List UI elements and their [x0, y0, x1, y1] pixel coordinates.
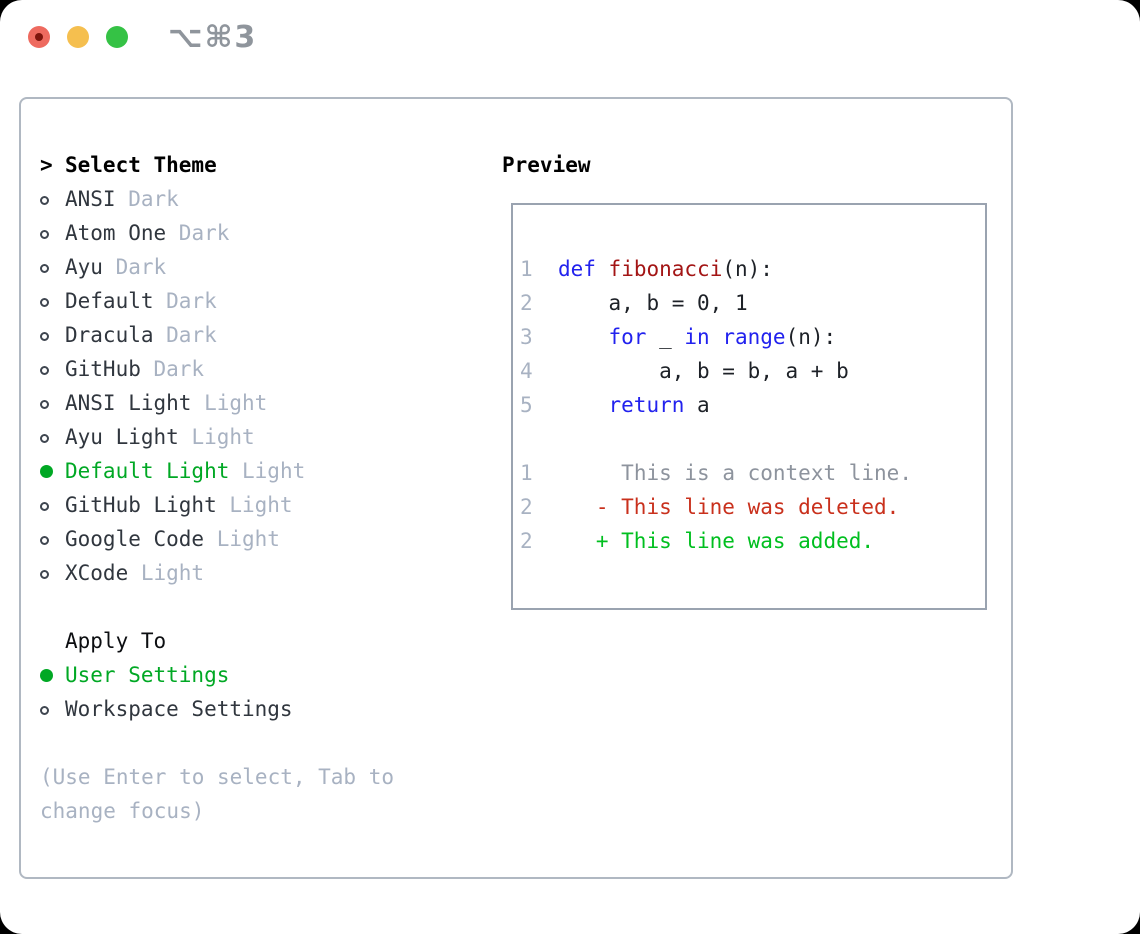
theme-option-ayu-light[interactable]: Ayu Light Light — [40, 420, 480, 454]
theme-option-xcode-light[interactable]: XCode Light — [40, 556, 480, 590]
theme-variant-tag: Dark — [166, 289, 217, 313]
theme-variant-tag: Dark — [178, 221, 230, 245]
theme-variant-tag: Dark — [153, 357, 205, 381]
apply-to-header: Apply To — [40, 624, 480, 658]
minimize-button[interactable] — [67, 26, 89, 48]
theme-name: Dracula — [65, 323, 154, 347]
preview-code-line: 5 return a — [520, 393, 710, 417]
theme-option-default-light[interactable]: Default Light Light — [40, 454, 480, 488]
radio-icon — [40, 489, 65, 523]
select-theme-title: Select Theme — [65, 153, 217, 177]
close-dot-icon — [35, 33, 43, 41]
theme-option-default-dark[interactable]: Default Dark — [40, 284, 480, 318]
theme-name: Ayu Light — [65, 425, 179, 449]
theme-variant-tag: Dark — [115, 255, 167, 279]
theme-variant-tag: Light — [229, 493, 293, 517]
preview-code-line: 1 def fibonacci(n): — [520, 257, 773, 281]
preview-code-line: 2 a, b = 0, 1 — [520, 291, 748, 315]
radio-icon — [40, 353, 65, 387]
theme-variant-tag: Dark — [128, 187, 179, 211]
preview-code-line: 4 a, b = b, a + b — [520, 359, 849, 383]
theme-option-google-code-light[interactable]: Google Code Light — [40, 522, 480, 556]
preview-box: 1 def fibonacci(n): 2 a, b = 0, 1 3 for … — [511, 203, 987, 610]
hint-text-line-2: change focus) — [40, 799, 205, 823]
apply-option-workspace-settings[interactable]: Workspace Settings — [40, 692, 480, 726]
hint-text-line-1: (Use Enter to select, Tab to — [40, 765, 395, 789]
radio-icon — [40, 217, 65, 251]
preview-diff-added-line: 2 + This line was added. — [520, 529, 875, 553]
theme-name: GitHub Light — [65, 493, 217, 517]
radio-icon — [40, 183, 65, 217]
zoom-button[interactable] — [106, 26, 128, 48]
radio-icon — [40, 557, 65, 591]
radio-icon — [40, 319, 65, 353]
titlebar: ⌥⌘3 — [0, 0, 1140, 76]
close-button[interactable] — [28, 26, 50, 48]
theme-variant-tag: Light — [204, 391, 268, 415]
spacer — [40, 726, 480, 760]
radio-icon — [40, 387, 65, 421]
theme-name: Ayu — [65, 255, 103, 279]
apply-option-label: Workspace Settings — [65, 697, 293, 721]
preview-code-line: 3 for _ in range(n): — [520, 325, 837, 349]
radio-icon — [40, 251, 65, 285]
apply-option-label: User Settings — [65, 663, 230, 687]
theme-variant-tag: Light — [242, 459, 306, 483]
apply-option-user-settings[interactable]: User Settings — [40, 658, 480, 692]
preview-diff-context-line: 1 This is a context line. — [520, 461, 912, 485]
theme-option-ayu-dark[interactable]: Ayu Dark — [40, 250, 480, 284]
radio-icon — [40, 285, 65, 319]
theme-option-ansi-dark[interactable]: ANSI Dark — [40, 182, 480, 216]
spacer — [40, 590, 480, 624]
theme-name: XCode — [65, 561, 129, 585]
theme-name: GitHub — [65, 357, 141, 381]
theme-option-dracula-dark[interactable]: Dracula Dark — [40, 318, 480, 352]
theme-name: Google Code — [65, 527, 205, 551]
radio-selected-icon — [40, 455, 65, 489]
preview-title: Preview — [502, 153, 591, 177]
theme-variant-tag: Light — [191, 425, 255, 449]
prompt-icon: > — [40, 153, 53, 177]
radio-selected-icon — [40, 659, 65, 693]
theme-name: Default Light — [65, 459, 230, 483]
theme-name: ANSI Light — [65, 391, 192, 415]
select-theme-header: > Select Theme — [40, 148, 480, 182]
radio-icon — [40, 523, 65, 557]
theme-variant-tag: Light — [216, 527, 280, 551]
theme-option-ansi-light[interactable]: ANSI Light Light — [40, 386, 480, 420]
apply-to-title: Apply To — [65, 629, 167, 653]
radio-icon — [40, 693, 65, 727]
theme-option-atom-one-dark[interactable]: Atom One Dark — [40, 216, 480, 250]
theme-variant-tag: Dark — [166, 323, 217, 347]
theme-name: Default — [65, 289, 154, 313]
preview-diff-deleted-line: 2 - This line was deleted. — [520, 495, 900, 519]
radio-icon — [40, 421, 65, 455]
theme-option-github-dark[interactable]: GitHub Dark — [40, 352, 480, 386]
theme-variant-tag: Light — [140, 561, 205, 585]
theme-name: Atom One — [65, 221, 167, 245]
preview-blank-line — [520, 422, 985, 456]
theme-option-github-light[interactable]: GitHub Light Light — [40, 488, 480, 522]
theme-name: ANSI — [65, 187, 116, 211]
window-shortcut-label: ⌥⌘3 — [168, 20, 258, 55]
